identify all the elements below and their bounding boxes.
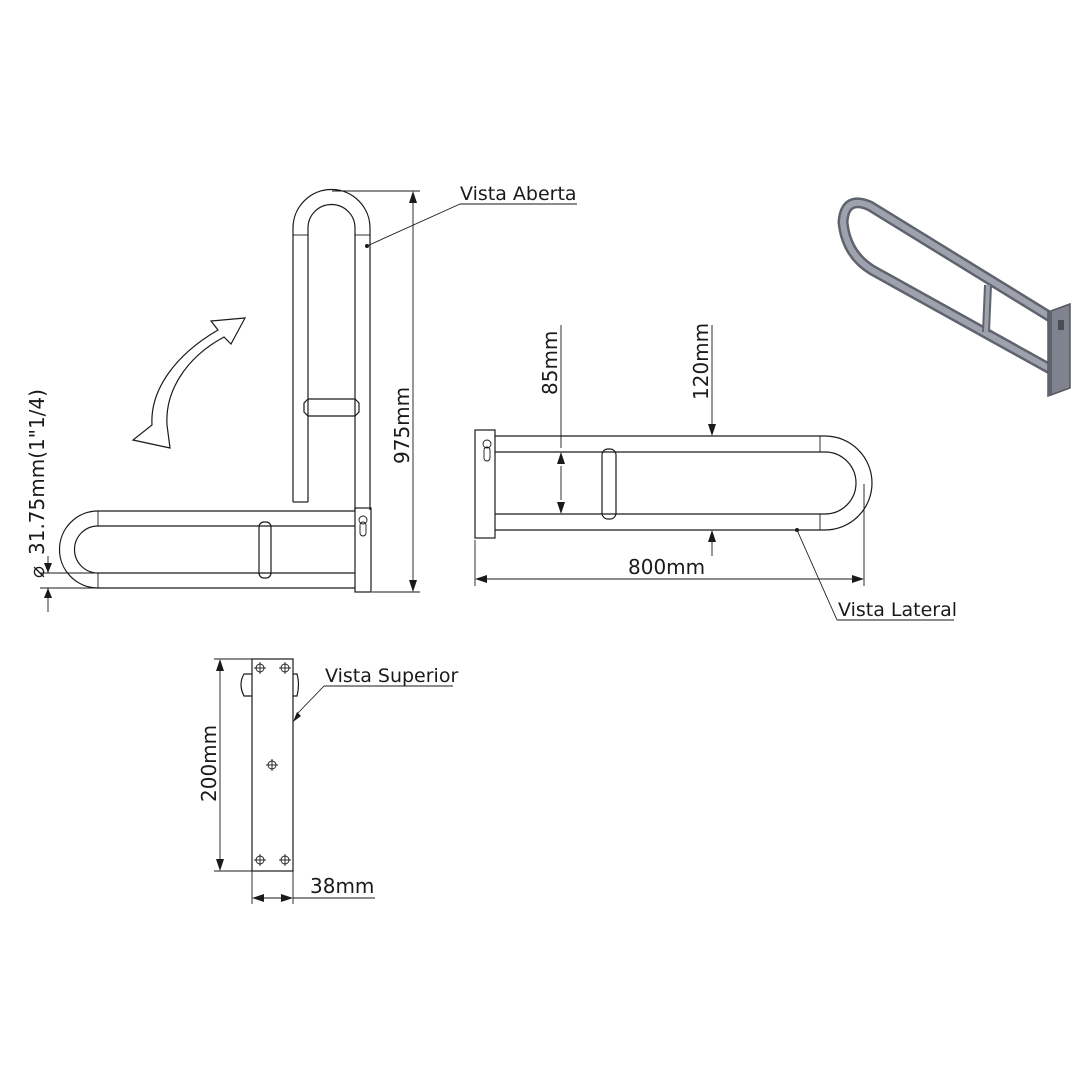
spacing-dimension: 85mm xyxy=(538,325,565,514)
open-view-label: Vista Aberta xyxy=(460,183,577,205)
diameter-symbol: ⌀ xyxy=(25,566,49,578)
rotation-arrow-icon xyxy=(131,317,247,449)
horizontal-bar-outer xyxy=(58,510,355,589)
top-plate xyxy=(251,658,294,872)
lateral-bar-outer xyxy=(495,435,873,531)
top-view-label: Vista Superior xyxy=(325,665,458,687)
render-bar-outer xyxy=(837,197,1058,376)
depth-value: 120mm xyxy=(689,323,713,400)
diameter-dimension: ⌀ 31.75mm(1"1/4) xyxy=(25,389,98,612)
vertical-bar-sleeve xyxy=(303,398,360,417)
screw-hole-icon xyxy=(279,662,291,674)
product-render xyxy=(837,197,1071,398)
depth-dimension: 120mm xyxy=(689,323,716,556)
spacing-value: 85mm xyxy=(538,331,562,395)
screw-hole-icon xyxy=(254,662,266,674)
lateral-view-label: Vista Lateral xyxy=(838,599,957,621)
open-view-callout: Vista Aberta xyxy=(365,183,577,248)
screw-hole-icon xyxy=(279,854,291,866)
open-view xyxy=(58,188,372,593)
screw-hole-icon xyxy=(254,854,266,866)
plate-width-dimension: 38mm xyxy=(251,871,375,904)
plate-height-dimension: 200mm xyxy=(197,658,252,872)
lateral-view xyxy=(474,429,873,539)
plate-height-value: 200mm xyxy=(197,725,221,802)
diameter-value: 31.75mm(1"1/4) xyxy=(25,389,49,555)
wall-plate xyxy=(354,507,372,593)
vertical-bar-inner xyxy=(307,203,356,510)
lateral-bar-sleeve xyxy=(601,448,617,520)
lateral-wall-plate xyxy=(474,429,496,539)
horizontal-bar-sleeve xyxy=(258,521,272,579)
screw-hole-icon xyxy=(266,759,278,771)
horizontal-bar-inner xyxy=(73,525,355,574)
plate-width-value: 38mm xyxy=(310,874,374,898)
top-view-callout: Vista Superior xyxy=(293,665,458,722)
length-dimension: 800mm xyxy=(474,484,865,586)
length-value: 800mm xyxy=(628,555,705,579)
vertical-bar-outer xyxy=(292,188,371,510)
lateral-bar-inner xyxy=(495,451,857,515)
height-open-dimension: 975mm xyxy=(332,190,420,593)
top-view xyxy=(240,658,300,872)
height-open-value: 975mm xyxy=(390,387,414,464)
lateral-view-callout: Vista Lateral xyxy=(795,528,957,621)
